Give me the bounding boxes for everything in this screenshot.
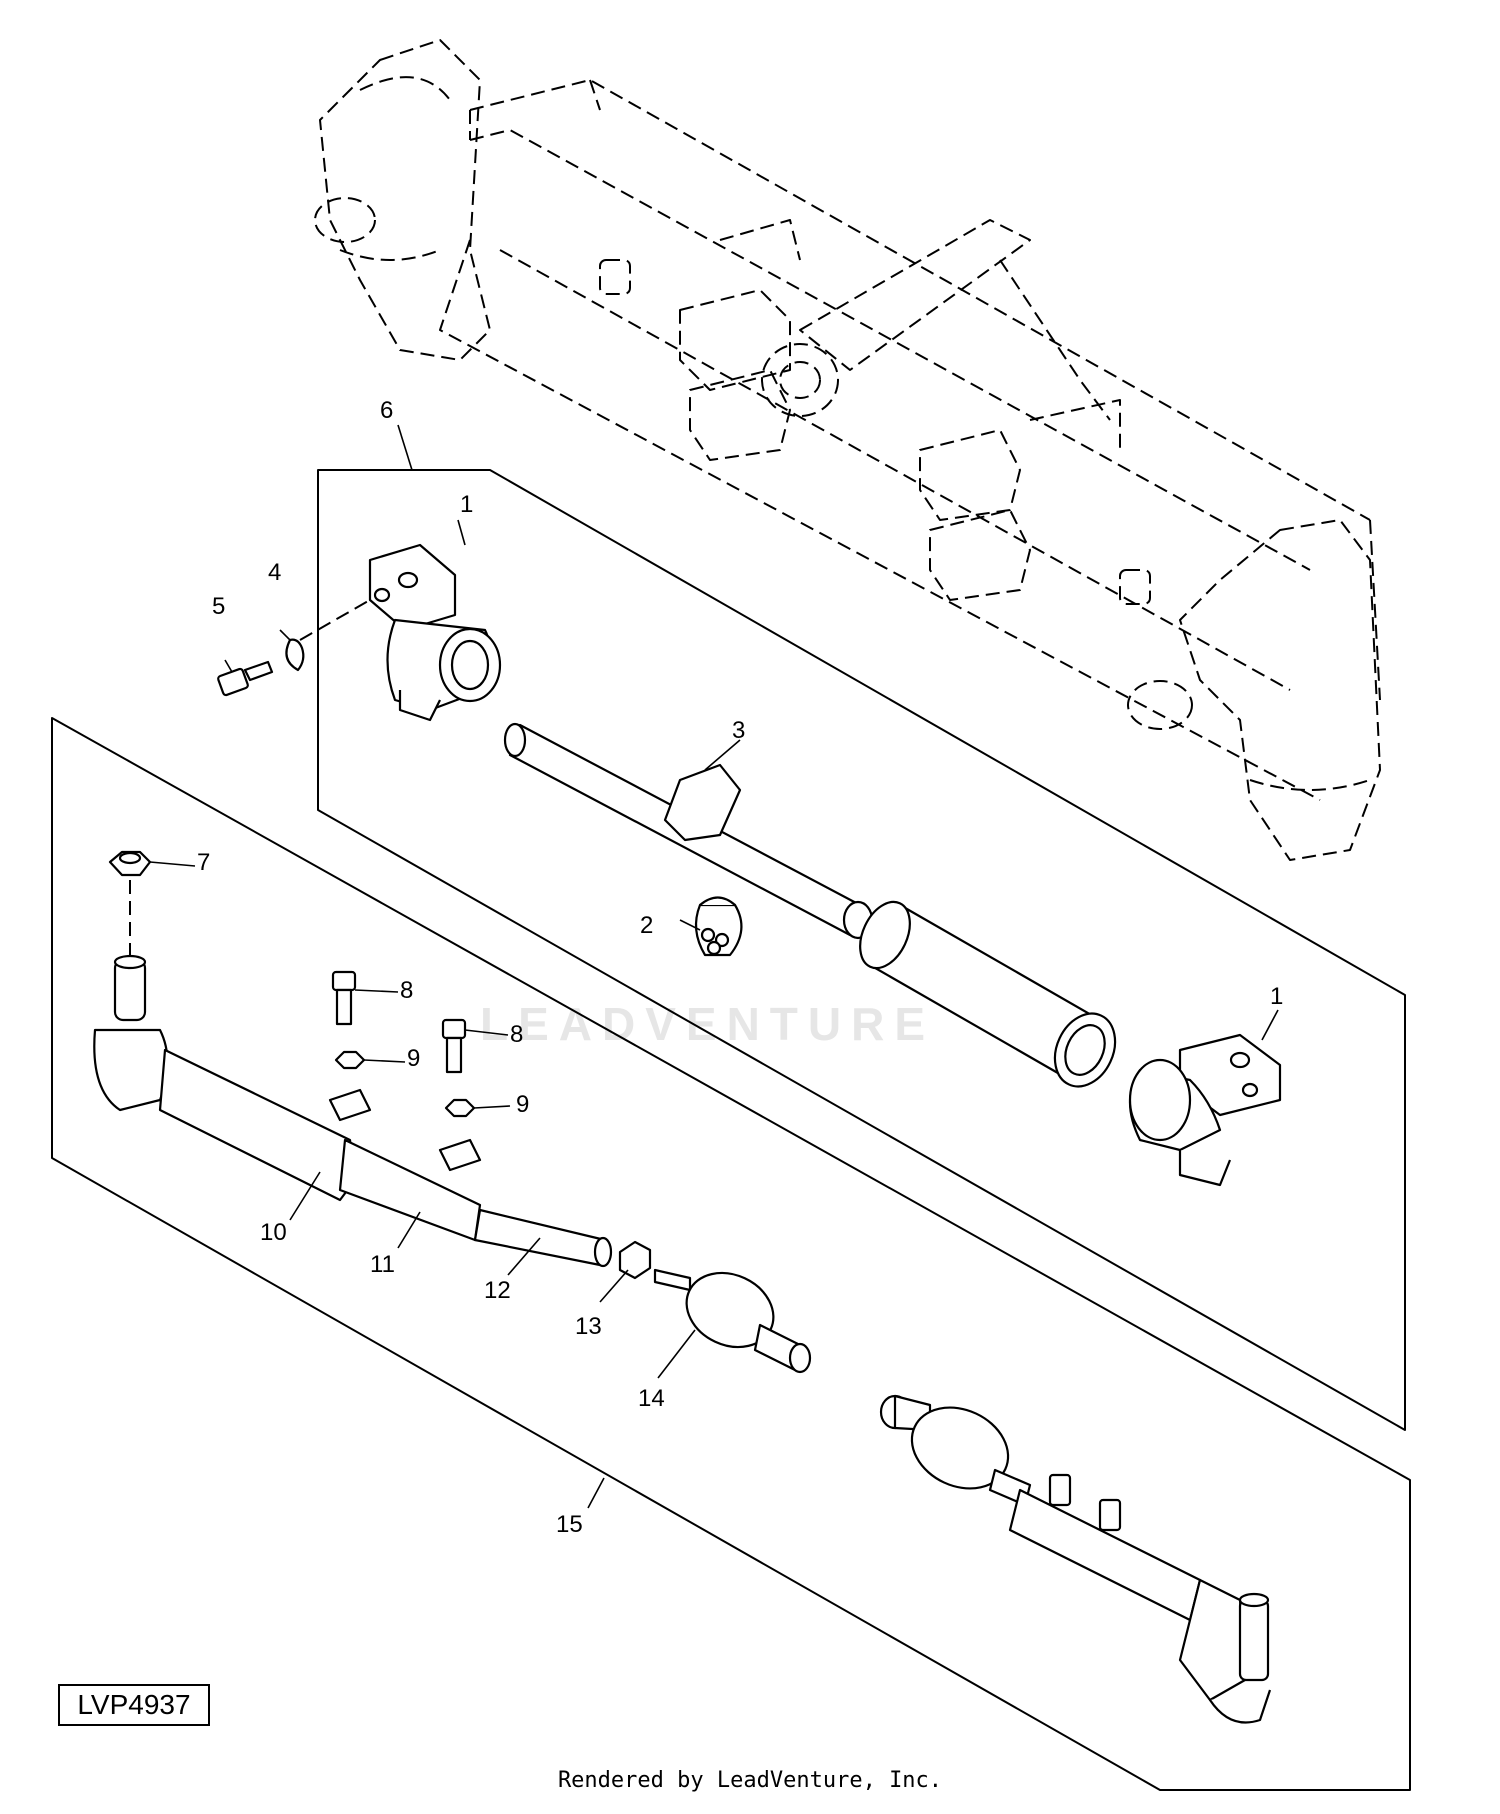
watermark-text: LEADVENTURE xyxy=(480,998,935,1050)
callout-2-grease-bag: 2 xyxy=(640,912,653,939)
kit-15-panel xyxy=(51,717,1411,1791)
sleeve-tube xyxy=(859,900,1117,1088)
callout-5-bolt: 5 xyxy=(212,593,225,620)
tube-10 xyxy=(158,1048,357,1202)
callout-3-tube: 3 xyxy=(732,717,745,744)
bolt-8-right xyxy=(441,1018,467,1074)
clamp-bracket-upper xyxy=(368,543,502,722)
nut-9-left xyxy=(334,1050,366,1070)
tube-12 xyxy=(473,1208,607,1267)
callout-10-tube: 10 xyxy=(260,1219,287,1246)
tie-rod-end-14 xyxy=(653,1268,812,1374)
callout-9-nut-left: 9 xyxy=(407,1045,420,1072)
tie-rod-end-left xyxy=(93,954,169,1112)
jam-nut-13 xyxy=(618,1240,652,1280)
clamp-bracket-lower xyxy=(1128,1033,1282,1187)
kit-6-panel xyxy=(317,469,1406,1431)
callout-4-washer: 4 xyxy=(268,559,281,586)
render-credit: Rendered by LeadVenture, Inc. xyxy=(557,1768,943,1793)
grease-bag-2 xyxy=(694,896,743,957)
callout-11-tube: 11 xyxy=(370,1251,395,1278)
callout-1-upper-clamp: 1 xyxy=(460,491,473,518)
callout-13-jam-nut: 13 xyxy=(575,1313,602,1340)
tie-rod-assembly xyxy=(879,1394,1272,1724)
callout-1-lower-clamp: 1 xyxy=(1270,983,1283,1010)
reference-code-box: LVP4937 xyxy=(58,1684,210,1726)
callout-9-nut-right: 9 xyxy=(516,1091,529,1118)
callout-8-bolt-left: 8 xyxy=(400,977,413,1004)
callout-14-tie-rod-end: 14 xyxy=(638,1385,665,1412)
callout-12-tube: 12 xyxy=(484,1277,511,1304)
tube-3 xyxy=(503,722,874,940)
nut-9-right xyxy=(444,1098,476,1118)
nut-7 xyxy=(108,850,152,877)
callout-15-kit: 15 xyxy=(556,1511,583,1538)
callout-8-bolt-right: 8 xyxy=(510,1021,523,1048)
callout-6-kit: 6 xyxy=(380,397,393,424)
bolt-5 xyxy=(217,660,274,697)
bolt-8-left xyxy=(331,970,357,1026)
callout-7-nut: 7 xyxy=(197,849,210,876)
washer-4 xyxy=(285,638,305,672)
front-axle-outline xyxy=(314,39,1381,861)
